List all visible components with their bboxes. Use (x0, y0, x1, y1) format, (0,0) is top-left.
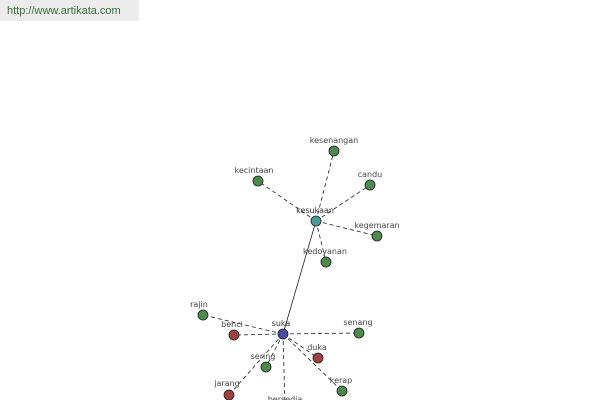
node-marker-duka[interactable] (312, 352, 324, 364)
source-url: http://www.artikata.com (7, 4, 121, 17)
edge-suka-benci (233, 333, 284, 336)
edge-suka-senang (282, 332, 360, 335)
node-label-rajin: rajin (190, 300, 208, 309)
node-senang[interactable]: senang (343, 318, 373, 339)
node-label-senang: senang (343, 318, 372, 327)
edge-suka-bersedia (282, 333, 286, 400)
node-rajin[interactable]: rajin (190, 300, 209, 321)
edge-suka-sering (265, 333, 284, 368)
edge-suka-kesukaan (282, 220, 317, 335)
node-kegemaran[interactable]: kegemaran (354, 221, 400, 242)
edge-kesukaan-kegemaran (315, 220, 378, 237)
node-suka[interactable]: suka (272, 319, 291, 340)
node-label-duka: duka (307, 343, 327, 352)
edge-kesukaan-candu (315, 184, 371, 222)
node-duka[interactable]: duka (307, 343, 327, 364)
node-marker-senang[interactable] (353, 327, 365, 339)
edge-kesukaan-kesenangan (315, 150, 335, 222)
node-marker-kesukaan[interactable] (310, 215, 322, 227)
node-label-kegemaran: kegemaran (354, 221, 399, 230)
node-marker-kedoyanan[interactable] (320, 256, 332, 268)
node-label-benci: benci (221, 320, 243, 329)
node-marker-sering[interactable] (260, 361, 272, 373)
node-jarang[interactable]: jarang (213, 379, 240, 400)
node-label-bersedia: bersedia (268, 395, 303, 400)
node-marker-kerap[interactable] (336, 385, 348, 397)
graph-edges (202, 150, 378, 400)
node-bersedia[interactable]: bersedia (268, 395, 303, 400)
node-marker-rajin[interactable] (197, 309, 209, 321)
edge-kesukaan-kedoyanan (315, 220, 327, 263)
node-label-sering: sering (251, 352, 276, 361)
node-benci[interactable]: benci (221, 320, 243, 341)
node-marker-kesenangan[interactable] (328, 145, 340, 157)
node-marker-jarang[interactable] (223, 389, 235, 400)
node-kecintaan[interactable]: kecintaan (235, 166, 274, 187)
node-label-kerap: kerap (330, 376, 353, 385)
node-marker-candu[interactable] (364, 179, 376, 191)
node-marker-kecintaan[interactable] (252, 175, 264, 187)
graph-nodes: suka kesukaan kesenangan kecintaan candu kege… (190, 136, 400, 400)
node-label-kecintaan: kecintaan (235, 166, 274, 175)
node-label-suka: suka (272, 319, 291, 328)
node-kerap[interactable]: kerap (330, 376, 353, 397)
node-label-jarang: jarang (213, 379, 239, 388)
node-candu[interactable]: candu (358, 170, 383, 191)
node-label-kesenangan: kesenangan (310, 136, 358, 145)
node-label-kedoyanan: kedoyanan (303, 247, 347, 256)
node-kesukaan[interactable]: kesukaan (296, 206, 334, 227)
node-label-kesukaan: kesukaan (296, 206, 334, 215)
node-sering[interactable]: sering (251, 352, 276, 373)
node-marker-benci[interactable] (228, 329, 240, 341)
node-kedoyanan[interactable]: kedoyanan (303, 247, 347, 268)
source-url-bar: http://www.artikata.com (0, 0, 139, 21)
node-marker-suka[interactable] (277, 328, 289, 340)
edge-suka-duka (282, 333, 319, 359)
edge-kesukaan-kecintaan (257, 180, 317, 222)
node-marker-kegemaran[interactable] (371, 230, 383, 242)
node-kesenangan[interactable]: kesenangan (310, 136, 358, 157)
node-label-candu: candu (358, 170, 383, 179)
